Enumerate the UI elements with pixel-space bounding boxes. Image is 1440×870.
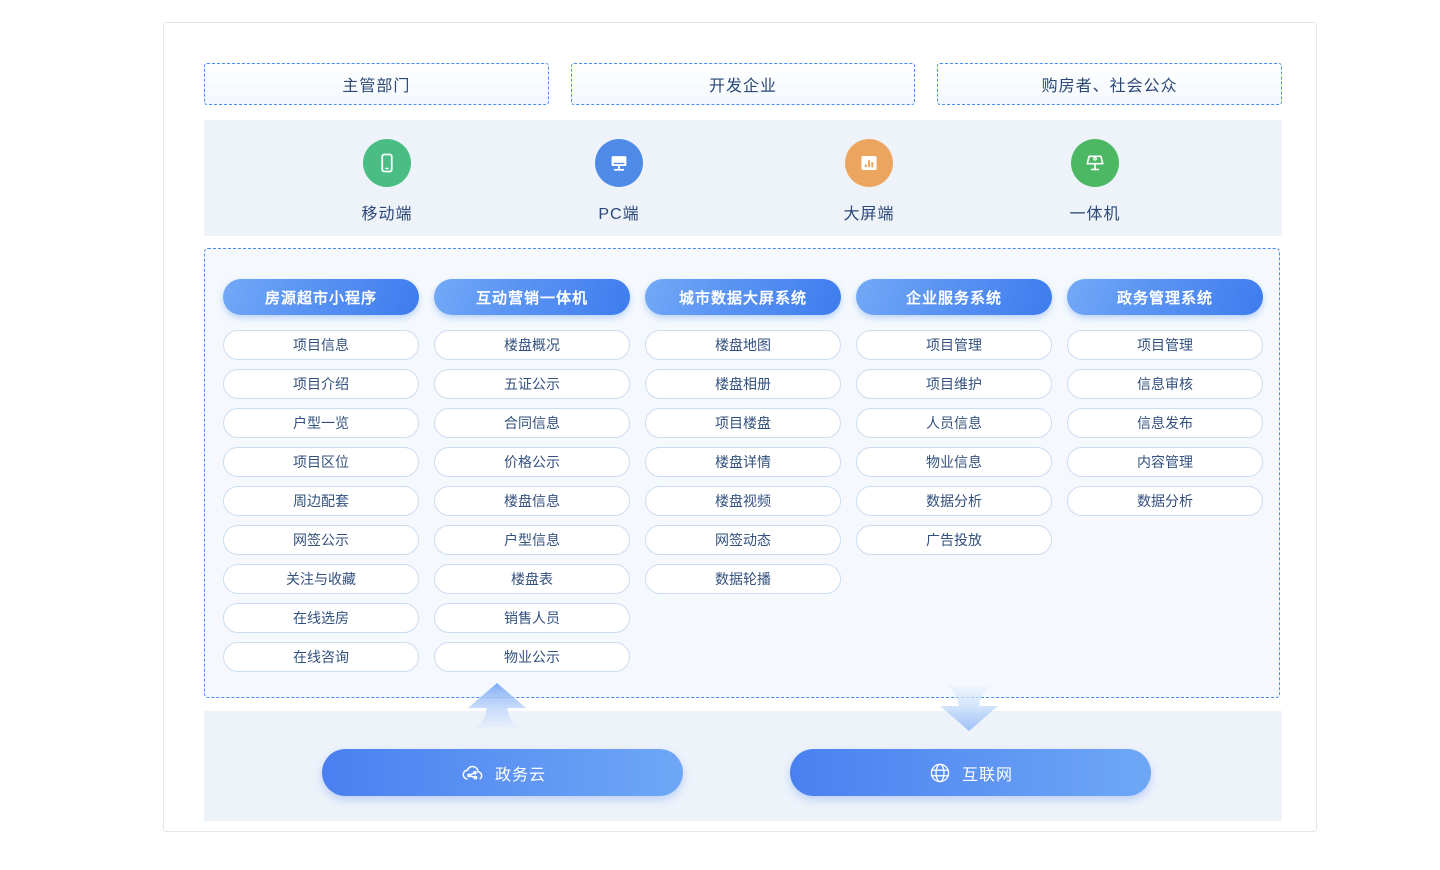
system-items: 项目管理 信息审核 信息发布 内容管理 数据分析 [1067,330,1263,516]
system-item: 网签公示 [223,525,419,555]
system-item: 关注与收藏 [223,564,419,594]
cloud-icon [462,765,483,780]
role-box-developer: 开发企业 [570,63,916,105]
system-item: 户型一览 [223,408,419,438]
system-item: 在线咨询 [223,642,419,672]
system-item: 信息审核 [1067,369,1263,399]
down-arrow-icon [940,683,998,731]
system-items: 楼盘地图 楼盘相册 项目楼盘 楼盘详情 楼盘视频 网签动态 数据轮播 [645,330,841,594]
system-column: 城市数据大屏系统 楼盘地图 楼盘相册 项目楼盘 楼盘详情 楼盘视频 网签动态 数… [645,279,841,672]
system-item: 项目区位 [223,447,419,477]
system-item: 周边配套 [223,486,419,516]
role-box-public: 购房者、社会公众 [937,63,1283,105]
system-header: 互动营销一体机 [434,279,630,315]
system-item: 楼盘视频 [645,486,841,516]
system-item: 楼盘相册 [645,369,841,399]
system-item: 销售人员 [434,603,630,633]
device-label: 一体机 [1069,206,1121,223]
system-item: 项目楼盘 [645,408,841,438]
system-item: 楼盘信息 [434,486,630,516]
system-item: 项目管理 [1067,330,1263,360]
system-item: 内容管理 [1067,447,1263,477]
system-item: 户型信息 [434,525,630,555]
infrastructure-strip: 政务云 互联网 [204,711,1282,821]
system-item: 物业公示 [434,642,630,672]
bar-chart-icon [845,139,893,187]
role-row: 主管部门 开发企业 购房者、社会公众 [204,63,1283,105]
system-item: 项目维护 [856,369,1052,399]
internet-pill: 互联网 [790,749,1151,796]
system-item: 数据轮播 [645,564,841,594]
device-mobile: 移动端 [327,139,447,224]
system-item: 广告投放 [856,525,1052,555]
system-item: 物业信息 [856,447,1052,477]
smartphone-icon [363,139,411,187]
system-item: 在线选房 [223,603,419,633]
system-column: 互动营销一体机 楼盘概况 五证公示 合同信息 价格公示 楼盘信息 户型信息 楼盘… [434,279,630,672]
system-item: 合同信息 [434,408,630,438]
system-item: 楼盘详情 [645,447,841,477]
system-item: 楼盘概况 [434,330,630,360]
system-item: 项目信息 [223,330,419,360]
diagram-card: 主管部门 开发企业 购房者、社会公众 移动端 [163,22,1317,832]
infra-label: 政务云 [494,766,546,784]
system-item: 信息发布 [1067,408,1263,438]
system-header: 企业服务系统 [856,279,1052,315]
up-arrow-icon [468,683,526,731]
device-label: 大屏端 [843,206,895,223]
system-item: 数据分析 [1067,486,1263,516]
system-column: 房源超市小程序 项目信息 项目介绍 户型一览 项目区位 周边配套 网签公示 关注… [223,279,419,672]
system-item: 网签动态 [645,525,841,555]
system-header: 房源超市小程序 [223,279,419,315]
system-item: 项目介绍 [223,369,419,399]
system-item: 数据分析 [856,486,1052,516]
system-item: 楼盘地图 [645,330,841,360]
system-column: 政务管理系统 项目管理 信息审核 信息发布 内容管理 数据分析 [1067,279,1263,672]
systems-grid: 房源超市小程序 项目信息 项目介绍 户型一览 项目区位 周边配套 网签公示 关注… [205,279,1279,672]
device-bigscreen: 大屏端 [809,139,929,224]
infra-label: 互联网 [961,766,1013,784]
system-header: 城市数据大屏系统 [645,279,841,315]
system-items: 项目信息 项目介绍 户型一览 项目区位 周边配套 网签公示 关注与收藏 在线选房… [223,330,419,672]
role-box-authority: 主管部门 [204,63,549,105]
device-pc: PC端 [559,139,679,224]
gov-cloud-pill: 政务云 [322,749,683,796]
device-kiosk: 一体机 [1035,139,1155,224]
system-item: 项目管理 [856,330,1052,360]
system-item: 五证公示 [434,369,630,399]
system-items: 楼盘概况 五证公示 合同信息 价格公示 楼盘信息 户型信息 楼盘表 销售人员 物… [434,330,630,672]
system-items: 项目管理 项目维护 人员信息 物业信息 数据分析 广告投放 [856,330,1052,555]
system-item: 人员信息 [856,408,1052,438]
desktop-icon [595,139,643,187]
system-header: 政务管理系统 [1067,279,1263,315]
system-item: 价格公示 [434,447,630,477]
device-strip: 移动端 PC端 大屏端 [204,120,1282,236]
system-column: 企业服务系统 项目管理 项目维护 人员信息 物业信息 数据分析 广告投放 [856,279,1052,672]
systems-panel: 房源超市小程序 项目信息 项目介绍 户型一览 项目区位 周边配套 网签公示 关注… [204,248,1280,698]
kiosk-icon [1071,139,1119,187]
globe-icon [930,763,950,782]
system-item: 楼盘表 [434,564,630,594]
device-label: PC端 [598,206,640,223]
device-label: 移动端 [361,206,413,223]
